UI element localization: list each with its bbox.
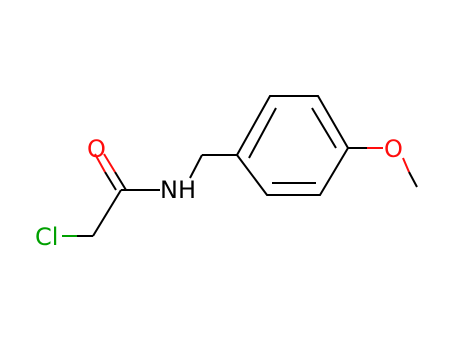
bond-ch2-carbonyl (92, 189, 122, 237)
bond-nh-benzyl-ch2 (189, 154, 203, 179)
atom-label-ether-oxygen: O (384, 135, 403, 163)
bond-carbonyl-double-2-c (114, 171, 127, 191)
benzene-ring (235, 95, 350, 196)
bond-ether-o-methyl-o (402, 157, 410, 173)
benzene-inner-bond-1 (248, 107, 277, 159)
bond-ether-o-methyl-c (408, 171, 418, 188)
atom-label-amide-nitrogen: NH (160, 176, 196, 204)
benzene-inner-bond-2 (311, 107, 337, 149)
bond-carbonyl-double-2-o (103, 153, 116, 173)
bond-carbonyl-double-1-c (104, 171, 117, 191)
bond-carbonyl-double-1-o (94, 153, 106, 173)
atom-label-chlorine: Cl (35, 223, 58, 251)
atom-label-carbonyl-oxygen: O (87, 135, 106, 163)
